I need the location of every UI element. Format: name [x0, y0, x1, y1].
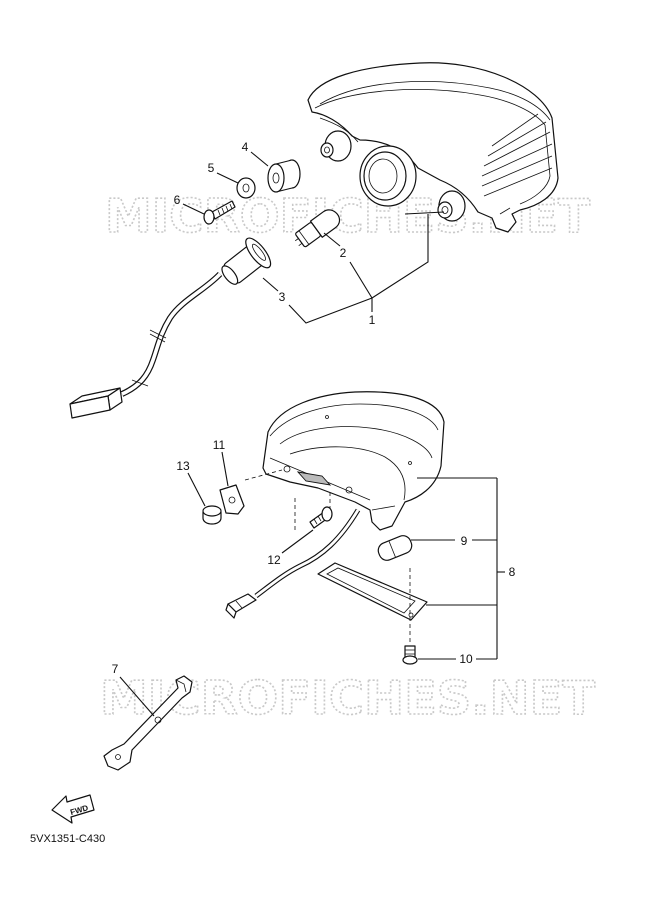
callout-12: 12	[267, 553, 281, 567]
screw-part-10	[402, 645, 418, 665]
callout-4: 4	[242, 140, 249, 154]
grommet-part-4	[267, 159, 301, 193]
cap-part-13	[202, 505, 222, 525]
lens-plate	[317, 562, 428, 621]
washer-part-5	[236, 177, 256, 199]
housing-socket-right	[437, 190, 466, 222]
socket-part-3	[221, 237, 272, 285]
screw-part-6	[203, 200, 236, 225]
callout-11: 11	[213, 438, 226, 452]
leader-lines-lower	[187, 451, 505, 660]
bracket-part-7	[103, 675, 193, 771]
callout-13: 13	[176, 459, 190, 473]
bulb-part-2	[294, 209, 341, 248]
callout-6: 6	[174, 193, 181, 207]
callout-1: 1	[369, 313, 376, 327]
housing-socket-left	[320, 130, 352, 162]
callout-10: 10	[459, 652, 473, 666]
callout-8: 8	[509, 565, 516, 579]
housing-socket-center	[359, 145, 417, 207]
bulb-part-9	[377, 535, 413, 561]
wire-harness-lower	[254, 508, 361, 598]
tail-light-housing	[307, 62, 559, 233]
license-light-housing	[262, 391, 445, 531]
bracket-part-11	[219, 484, 245, 515]
callout-7: 7	[112, 662, 119, 676]
connector-upper	[69, 387, 123, 419]
callout-2: 2	[340, 246, 347, 260]
connector-lower	[225, 593, 257, 619]
leader-lines-upper	[182, 151, 445, 324]
callout-5: 5	[208, 161, 215, 175]
alignment-lines	[244, 469, 411, 642]
callout-9: 9	[461, 534, 468, 548]
screw-part-12	[309, 506, 333, 529]
callout-3: 3	[279, 290, 286, 304]
wire-harness-upper	[120, 271, 223, 397]
forward-arrow-icon: FWD	[51, 794, 95, 824]
diagram-code: 5VX1351-C430	[30, 833, 105, 845]
